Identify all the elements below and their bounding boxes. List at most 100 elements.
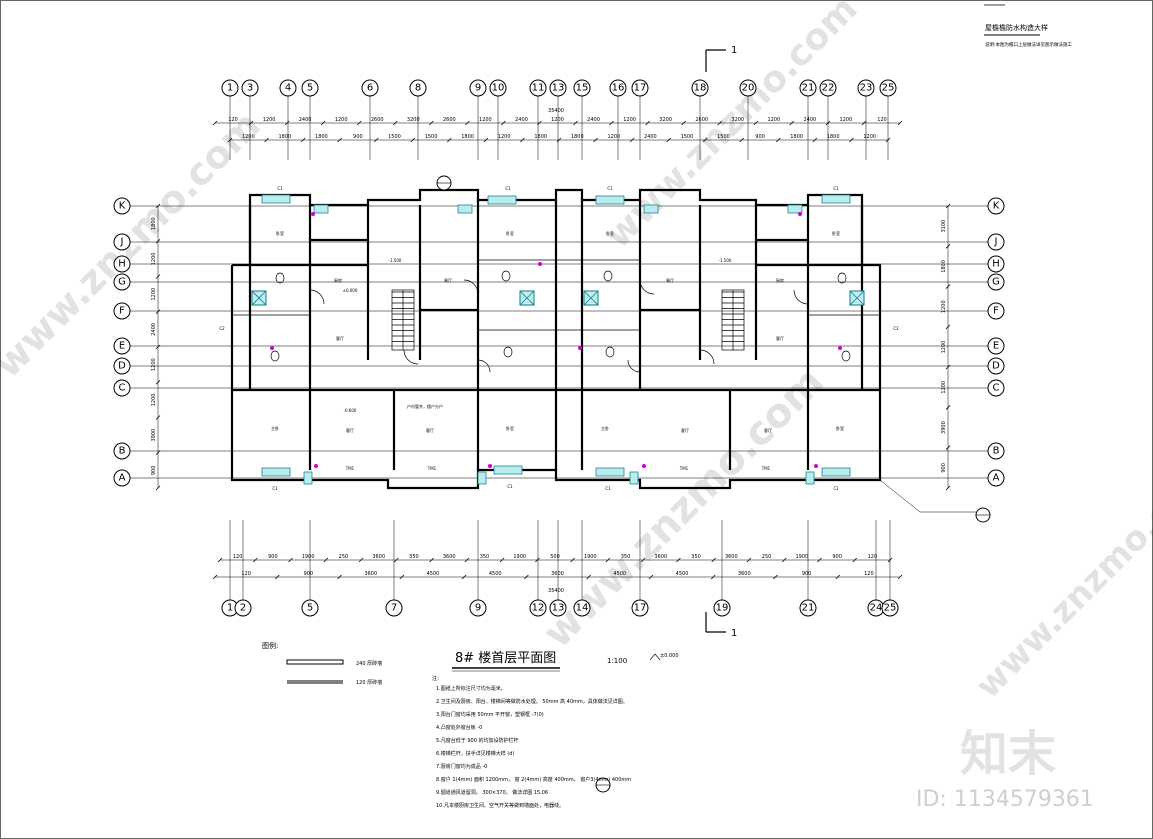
axis-bubble-top: 13 (549, 79, 567, 97)
section-mark-top: 1 (705, 45, 737, 72)
room-label: 餐厅 (666, 277, 674, 283)
dim-bottom-1: 900 (268, 554, 278, 560)
door-tag: TM1 (679, 466, 689, 471)
room-label: 卧室 (506, 230, 514, 236)
axis-bubble-bottom: 13 (549, 599, 567, 617)
room-label: 客厅 (681, 427, 689, 433)
window-tag: C1 (833, 486, 839, 491)
axis-bubble-left: G (113, 273, 131, 291)
dim-right: 1200 (941, 300, 947, 313)
windows (261, 194, 851, 485)
dim-top-2: 2400 (644, 134, 657, 140)
axis-bubble-left-label: J (120, 237, 124, 248)
door-tag: TM1 (345, 466, 355, 471)
dim-bottom-1: 1900 (302, 554, 315, 560)
axis-bubble-top: 6 (361, 79, 379, 97)
dim-top-2: 1500 (681, 134, 694, 140)
axis-bubble-left-label: B (119, 446, 126, 457)
dim-left: 1200 (151, 358, 157, 371)
axis-bubble-bottom: 21 (799, 599, 817, 617)
drawing-scale: 1:100 (607, 657, 627, 665)
dim-bottom-1: 350 (409, 554, 419, 560)
axis-bubble-top-label: 20 (742, 83, 755, 94)
axis-bubble-right-label: E (993, 341, 999, 352)
dim-top-1: 1200 (263, 117, 276, 123)
stair-right (721, 289, 745, 351)
axis-bubble-left: E (113, 337, 131, 355)
dim-top-2: 1200 (863, 134, 876, 140)
axis-bubble-top: 11 (529, 79, 547, 97)
dim-top-2: 1500 (388, 134, 401, 140)
dim-top-1: 2400 (587, 117, 600, 123)
axis-bubble-top: 25 (879, 79, 897, 97)
legend-title: 图例: (262, 641, 278, 650)
watermark-logo: 知末 (960, 726, 1056, 782)
axis-bubble-top-label: 10 (492, 83, 505, 94)
axis-bubble-bottom: 2 (234, 599, 252, 617)
room-label: 客厅 (336, 335, 344, 341)
axis-bubble-top-label: 18 (694, 83, 707, 94)
dim-bottom-1: 3600 (654, 554, 667, 560)
door-tag: TM1 (427, 466, 437, 471)
dim-top-2: 900 (755, 134, 765, 140)
dim-bottom-1: 350 (621, 554, 631, 560)
axis-bubble-right: D (987, 357, 1005, 375)
room-label: 客厅 (346, 427, 354, 433)
dim-bottom-2: 4500 (427, 571, 440, 577)
dim-left: 1200 (151, 253, 157, 266)
axis-bubble-top: 5 (301, 79, 319, 97)
section-mark-top-label: 1 (731, 45, 737, 56)
axis-bubble-left-label: F (119, 306, 125, 317)
axis-bubble-left: J (113, 233, 131, 251)
axis-bubble-bottom-label: 7 (391, 603, 397, 614)
axis-bubble-left: K (113, 197, 131, 215)
dim-bottom-2: 3600 (364, 571, 377, 577)
dim-left: 900 (151, 466, 157, 476)
total-width-bottom: 35400 (548, 588, 564, 594)
axis-bubble-top-label: 1 (227, 83, 233, 94)
detail-title: 屋檐檐防水构造大样 (985, 23, 1048, 32)
axis-bubble-bottom-label: 13 (552, 603, 565, 614)
window-tag: C1 (605, 486, 611, 491)
dim-top-1: 2600 (443, 117, 456, 123)
dim-bottom-2: 120 (864, 571, 874, 577)
axis-bubble-right-label: D (992, 361, 1000, 372)
legend-item-240: 240 厚砖墙 (356, 660, 382, 667)
axis-bubble-bottom-label: 24 (870, 603, 883, 614)
axis-bubble-top-label: 3 (247, 83, 253, 94)
dim-bottom-2: 120 (241, 571, 251, 577)
axis-bubble-right: C (987, 379, 1005, 397)
room-label: 卧室 (606, 230, 614, 236)
window-tag: C1 (833, 186, 839, 191)
note-9: 9.烟道通风道留洞， 300×370， 做法详图 15.06 (436, 789, 548, 796)
dim-left: 2400 (151, 323, 157, 336)
room-label: 客厅 (764, 427, 772, 433)
window-tag: C2 (893, 326, 899, 331)
axis-bubble-left-label: E (119, 341, 125, 352)
dim-bottom-2: 3600 (551, 571, 564, 577)
dim-bottom-1: 250 (339, 554, 349, 560)
door-note: 户内管井，楼户分户 (407, 403, 443, 409)
note-2: 2.卫生间及厨房、阳台、楼梯间等做防水处理。 50mm 高 40mm，具体做法见… (436, 698, 628, 705)
dim-top-2: 1200 (242, 134, 255, 140)
room-label: 厨房 (334, 277, 342, 283)
axis-bubble-top-label: 21 (802, 83, 815, 94)
note-8: 8.窗户 1(4mm) 面积 1200mm， 窗 2(4mm) 高度 400mm… (436, 776, 631, 783)
dim-bottom-1: 350 (480, 554, 490, 560)
room-label: 客厅 (776, 335, 784, 341)
id-text: ID: 1134579361 (916, 787, 1094, 812)
axis-bubble-bottom: 5 (301, 599, 319, 617)
axis-bubble-bottom: 19 (713, 599, 731, 617)
axis-bubble-left: B (113, 442, 131, 460)
dim-bottom-1: 250 (762, 554, 772, 560)
room-label: 卧室 (506, 425, 514, 431)
axis-bubble-top: 15 (573, 79, 591, 97)
door-swings (309, 279, 809, 373)
axis-bubble-left-label: A (119, 473, 126, 484)
level-label: -1.500 (389, 258, 402, 263)
dim-bottom-2: 900 (304, 571, 314, 577)
axis-bubble-top: 10 (489, 79, 507, 97)
axis-bubble-top: 22 (819, 79, 837, 97)
dim-bottom-1: 500 (550, 554, 560, 560)
